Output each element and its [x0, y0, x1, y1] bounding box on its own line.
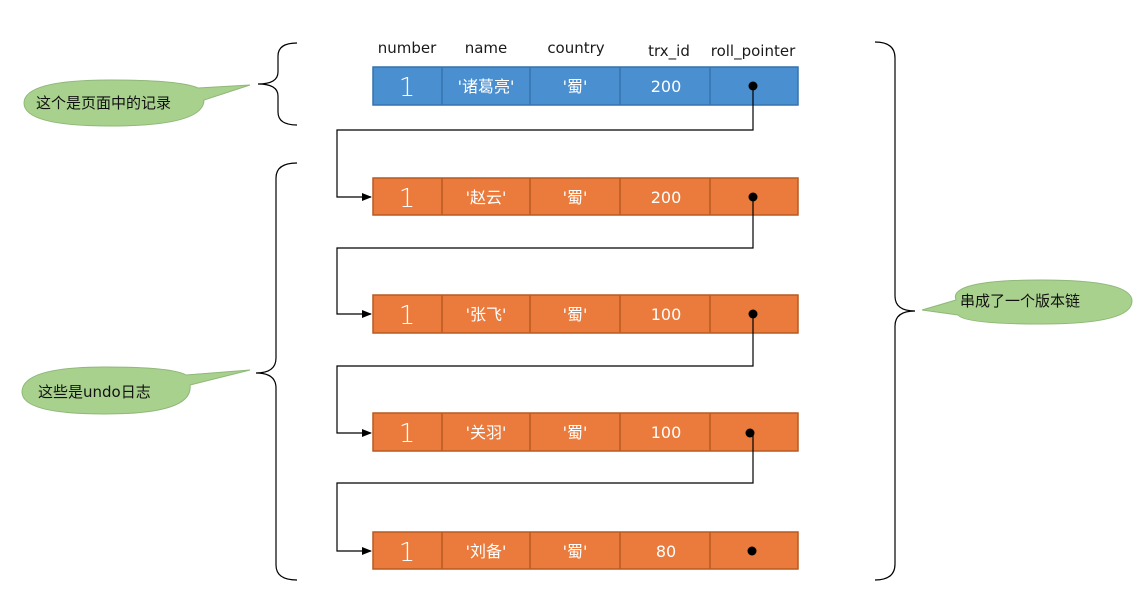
- undo-number-cell: 1: [399, 184, 416, 214]
- current-record-brace: [257, 42, 298, 126]
- current-country-cell: '蜀': [563, 77, 588, 96]
- undo-record-row: 1 '刘备' '蜀' 80: [372, 531, 799, 570]
- callout-text: 这些是undo日志: [38, 383, 151, 401]
- pointer-arrow: [336, 433, 754, 555]
- undo-name-cell: '张飞': [466, 305, 507, 324]
- header-country: country: [547, 39, 604, 57]
- current-record-row: 1 '诸葛亮' '蜀' 200: [372, 66, 799, 106]
- undo-trx-id-cell: 100: [651, 305, 682, 324]
- undo-record-box: [372, 531, 799, 570]
- undo-record-row: 1 '张飞' '蜀' 100: [372, 294, 799, 334]
- roll-pointer-dot: [747, 546, 757, 556]
- undo-country-cell: '蜀': [563, 188, 588, 207]
- undo-name-cell: '关羽': [466, 423, 507, 442]
- callout-text: 串成了一个版本链: [960, 292, 1080, 310]
- pointer-arrow: [336, 197, 754, 318]
- undo-country-cell: '蜀': [563, 305, 588, 324]
- undo-trx-id-cell: 200: [651, 188, 682, 207]
- callout-bubble: [921, 279, 1133, 325]
- callout-bubble: [21, 366, 251, 415]
- roll-pointer-dot: [745, 428, 755, 438]
- callout-bubble: [23, 79, 251, 127]
- undo-name-cell: '赵云': [466, 188, 507, 207]
- version-chain-callout: 串成了一个版本链: [921, 279, 1133, 325]
- undo-logs-brace: [255, 162, 298, 581]
- current-name-cell: '诸葛亮': [458, 77, 515, 96]
- header-roll-pointer: roll_pointer: [711, 42, 796, 61]
- callout-text: 这个是页面中的记录: [36, 94, 171, 112]
- current-trx-id-cell: 200: [651, 77, 682, 96]
- undo-record-row: 1 '赵云' '蜀' 200: [372, 177, 799, 216]
- undo-record-box: [372, 177, 799, 216]
- header-number: number: [378, 39, 437, 57]
- undo-name-cell: '刘备': [466, 542, 507, 561]
- roll-pointer-connectors: [336, 86, 754, 555]
- header-name: name: [465, 39, 508, 57]
- header-trx-id: trx_id: [648, 42, 690, 61]
- undo-record-row: 1 '关羽' '蜀' 100: [372, 412, 799, 452]
- pointer-arrow: [336, 314, 754, 437]
- undo-trx-id-cell: 80: [656, 542, 676, 561]
- undo-record-box: [372, 412, 799, 452]
- undo-logs-callout: 这些是undo日志: [21, 366, 251, 415]
- pointer-arrow: [336, 86, 754, 201]
- version-chain-brace: [874, 41, 916, 581]
- undo-number-cell: 1: [399, 538, 416, 568]
- current-record-box: [372, 66, 799, 106]
- undo-trx-id-cell: 100: [651, 423, 682, 442]
- undo-number-cell: 1: [399, 419, 416, 449]
- page-record-callout: 这个是页面中的记录: [23, 79, 251, 127]
- current-number-cell: 1: [399, 73, 416, 103]
- undo-record-box: [372, 294, 799, 334]
- undo-country-cell: '蜀': [563, 423, 588, 442]
- undo-number-cell: 1: [399, 301, 416, 331]
- undo-country-cell: '蜀': [563, 542, 588, 561]
